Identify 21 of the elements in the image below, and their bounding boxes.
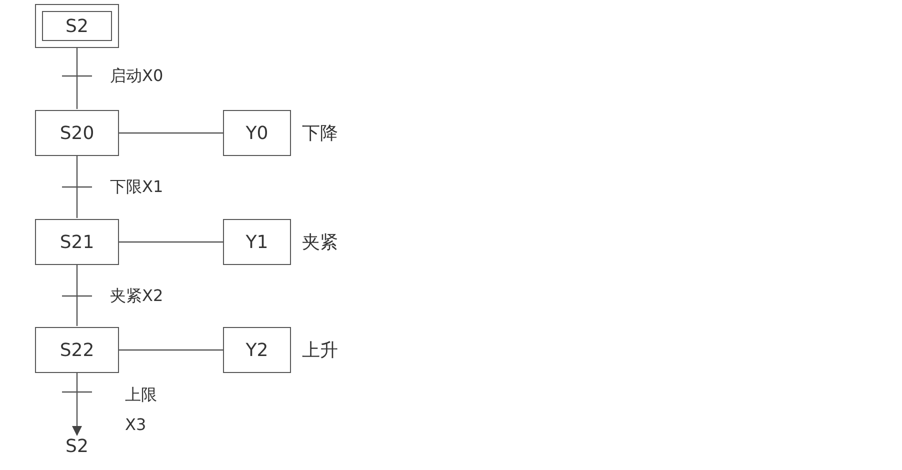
step-label: Y1 xyxy=(246,232,268,252)
step-box: S21 xyxy=(35,219,119,265)
step-box: S22 xyxy=(35,327,119,373)
connector-line xyxy=(119,349,223,351)
connector-line xyxy=(76,265,78,326)
step-box: S20 xyxy=(35,110,119,156)
connector-line xyxy=(119,241,223,243)
step-label: Y2 xyxy=(246,340,268,360)
connector-line xyxy=(76,48,78,109)
edge-label: 夹紧X2 xyxy=(110,286,164,306)
edge-label: 启动X0 xyxy=(110,66,164,86)
edge-label: 下限X1 xyxy=(110,177,164,197)
connector-line xyxy=(76,156,78,218)
action-label: 下降 xyxy=(302,122,338,145)
action-label: 上升 xyxy=(302,339,338,362)
step-label: Y0 xyxy=(246,122,268,144)
action-label: 夹紧 xyxy=(302,231,338,254)
jump-target-label: S2 xyxy=(62,436,92,456)
arrow xyxy=(72,373,82,436)
connector-line xyxy=(119,132,223,134)
initial-step-box: S2 xyxy=(35,4,119,48)
